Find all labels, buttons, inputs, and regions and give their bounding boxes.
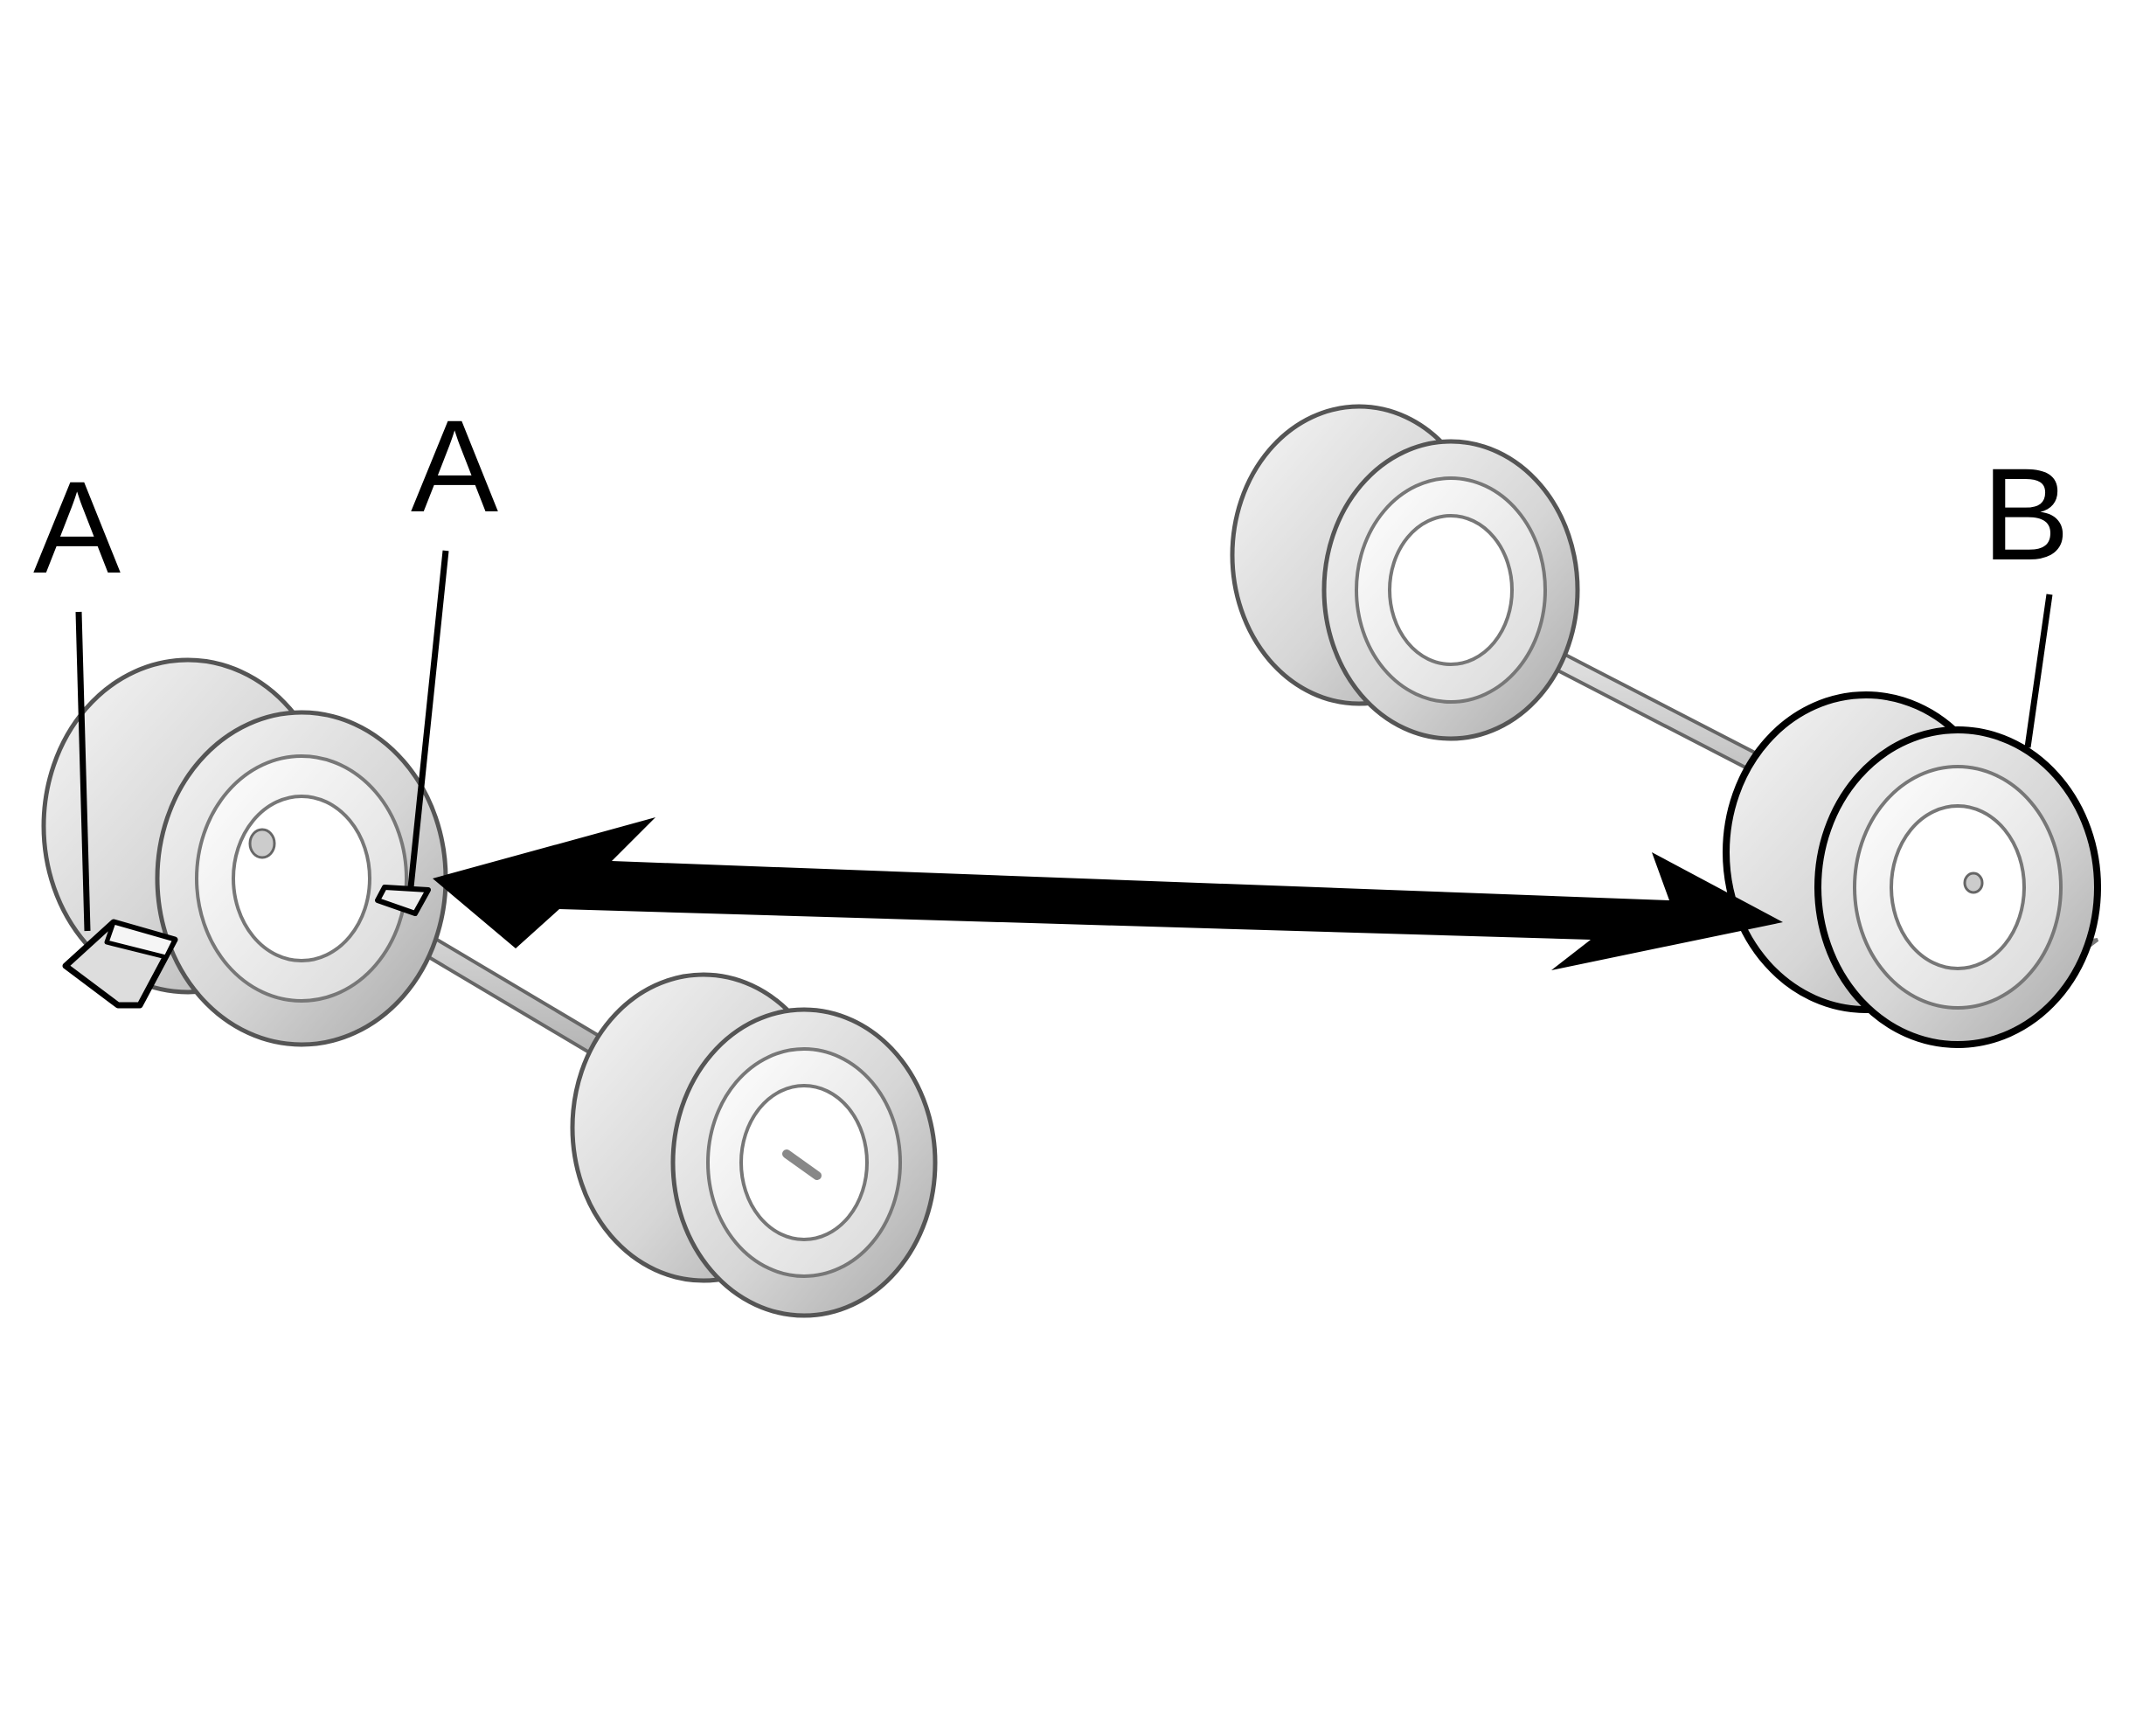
leader-line-right-a	[407, 550, 449, 888]
label-blocked-wheel: B	[1982, 441, 2070, 587]
right-axle-assembly	[1230, 404, 2101, 1048]
label-wheel-chock-right: A	[411, 392, 498, 539]
leader-line-b	[2024, 594, 2053, 748]
callout-labels: A A B	[24, 392, 2093, 603]
label-wheel-chock-left: A	[33, 454, 121, 601]
wheel-chock-right-icon	[375, 885, 431, 916]
left-axle-assembly	[41, 657, 938, 1318]
callout-leaders	[75, 550, 2053, 932]
left-front-wheel	[41, 657, 448, 1047]
right-far-wheel	[1230, 404, 1580, 741]
leader-line-left-a	[75, 611, 91, 932]
left-rear-wheel	[570, 972, 938, 1318]
blocked-wheel-icon	[1723, 691, 2101, 1048]
direction-arrow-icon	[433, 817, 1783, 970]
